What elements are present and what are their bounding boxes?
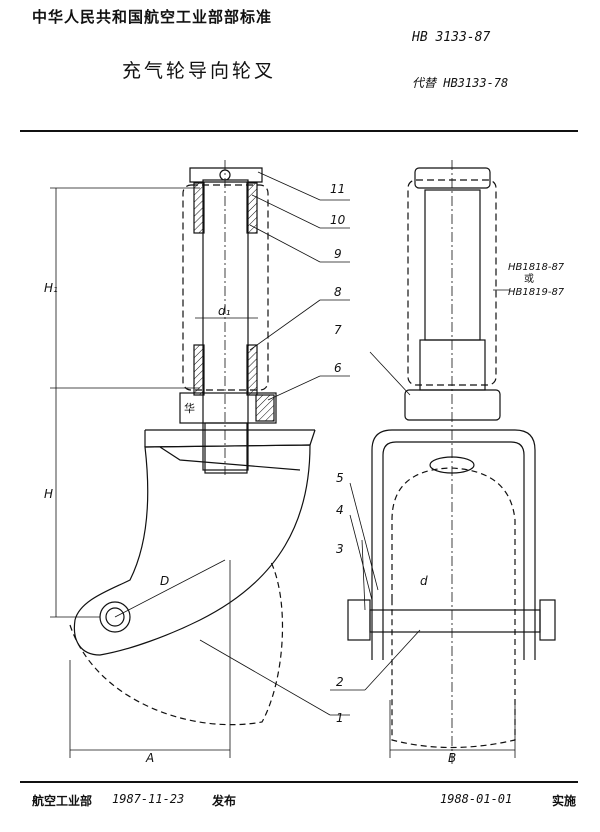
footer-issuer: 航空工业部 bbox=[32, 794, 93, 808]
footer-issue-date: 1987-11-23 bbox=[112, 792, 185, 806]
d-diameter-line bbox=[114, 559, 226, 618]
footer-issue-label: 发布 bbox=[212, 794, 237, 808]
callout-8: 8 bbox=[334, 285, 342, 299]
label-h1: H₁ bbox=[44, 281, 58, 295]
nut-marker: 华 bbox=[184, 401, 195, 415]
callout-1: 1 bbox=[336, 711, 344, 725]
callout-11: 11 bbox=[330, 182, 345, 196]
label-small-d: d bbox=[420, 574, 428, 588]
note-hb1818: HB1818-87 bbox=[508, 262, 565, 273]
tire-outline bbox=[69, 559, 284, 726]
axle-hole bbox=[105, 607, 125, 627]
upper-bushing-left bbox=[193, 182, 205, 234]
note-hb1819: HB1819-87 bbox=[508, 287, 565, 298]
callout-6: 6 bbox=[334, 361, 342, 375]
issuing-organization: 中华人民共和国航空工业部部标准 bbox=[32, 8, 273, 26]
side-view: 华 bbox=[50, 160, 350, 758]
label-big-d: D bbox=[160, 574, 169, 588]
axle-nut-left bbox=[347, 599, 371, 641]
wheel-front bbox=[391, 467, 516, 749]
fork-yoke bbox=[371, 429, 536, 660]
note-or: 或 bbox=[524, 273, 534, 285]
replaces-standard: 代替 HB3133-78 bbox=[412, 76, 509, 90]
nut-front bbox=[404, 389, 501, 421]
callout-9: 9 bbox=[334, 247, 342, 261]
shaft-front bbox=[424, 189, 481, 341]
kingpin-shaft bbox=[202, 179, 249, 471]
label-d1: d₁ bbox=[218, 304, 231, 318]
standard-number: HB 3133-87 bbox=[412, 30, 491, 45]
callout-3: 3 bbox=[336, 542, 344, 556]
document-title: 充气轮导向轮叉 bbox=[122, 60, 277, 82]
lower-bushing-left bbox=[193, 344, 205, 396]
footer-effective-date: 1988-01-01 bbox=[440, 792, 513, 806]
label-h: H bbox=[44, 487, 53, 501]
label-b: B bbox=[448, 751, 456, 765]
callout-5: 5 bbox=[336, 471, 344, 485]
axle-nut-right bbox=[539, 599, 556, 641]
callout-4: 4 bbox=[336, 503, 344, 517]
bushing-front bbox=[419, 339, 486, 391]
callout-10: 10 bbox=[330, 213, 346, 227]
label-a: A bbox=[145, 751, 154, 765]
callout-2: 2 bbox=[336, 675, 344, 689]
lubricator-icon bbox=[219, 169, 231, 181]
top-cap bbox=[189, 167, 263, 183]
upper-bushing-right bbox=[246, 182, 258, 234]
top-cap-front bbox=[414, 167, 491, 189]
fork-arm bbox=[73, 444, 311, 656]
front-view bbox=[330, 160, 556, 765]
lower-bushing-right bbox=[246, 344, 258, 396]
housing-outline bbox=[182, 184, 269, 391]
footer-effective-label: 实施 bbox=[552, 794, 577, 808]
callout-7: 7 bbox=[334, 323, 342, 337]
